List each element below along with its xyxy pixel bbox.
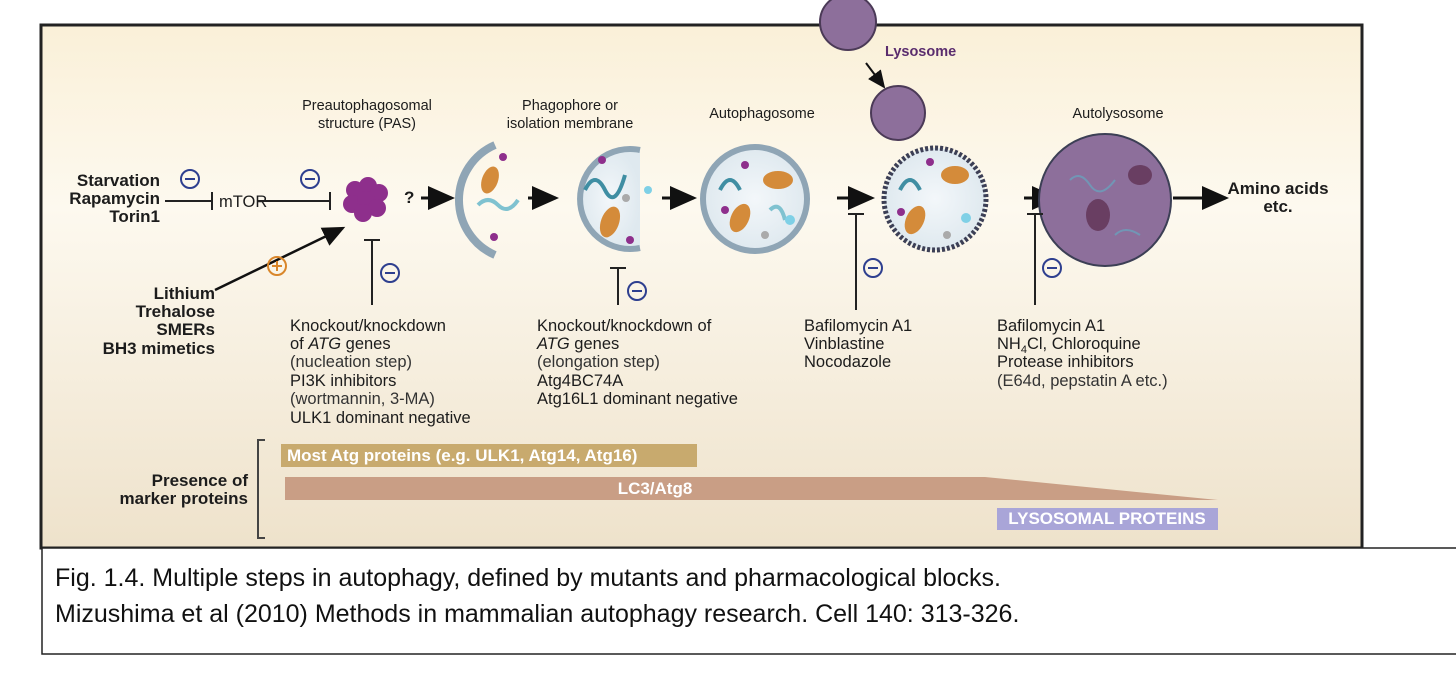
inhibitor-line: Atg4BC74A: [537, 372, 623, 390]
lysosome-icon: [819, 0, 877, 51]
phagophore-expanded-icon: [577, 146, 652, 252]
unknown-mark: ?: [404, 188, 414, 207]
autolysosome-title: Autolysosome: [1072, 106, 1163, 122]
caption-line-2: Mizushima et al (2010) Methods in mammal…: [55, 600, 1019, 628]
minus-icon: [380, 263, 400, 283]
plus-icon: [267, 256, 287, 276]
mtor-label: mTOR: [219, 193, 267, 211]
inhibitor-line: Bafilomycin A1: [804, 317, 912, 335]
inhibitor-line: Bafilomycin A1: [997, 317, 1105, 335]
inhibition-bars: [364, 213, 1043, 310]
inducer: BH3 mimetics: [103, 339, 215, 358]
inhibit-arrow-pas: [258, 192, 331, 210]
minus-icon: [627, 281, 647, 301]
markers-label: Presence of: [152, 471, 249, 490]
pas-title: Preautophagosomal: [302, 98, 432, 114]
autophagosome-icon: [700, 144, 810, 254]
inhibitor-line: Knockout/knockdown: [290, 317, 446, 335]
inducer: Lithium: [154, 284, 215, 303]
fusing-autophagosome-icon: [870, 85, 989, 253]
inhibitor-line: of ATG genes: [290, 335, 391, 353]
markers-label-2: marker proteins: [120, 489, 249, 508]
inhibitor-line: (nucleation step): [290, 353, 412, 371]
marker-bracket: [257, 439, 265, 539]
phagophore-icon: [454, 141, 520, 259]
figure-panel: [39, 23, 1364, 550]
pas-cluster-icon: [343, 177, 388, 222]
elongation-inhibitors: Knockout/knockdown of ATG genes (elongat…: [536, 317, 738, 408]
inhibitor-line: Protease inhibitors: [997, 353, 1134, 371]
lysosomal-marker-label: LYSOSOMAL PROTEINS: [1008, 509, 1205, 528]
inducer: SMERs: [156, 320, 215, 339]
inhibitor-line: Nocodazole: [804, 353, 891, 371]
lysosome-label: Lysosome: [885, 44, 956, 60]
inhibitor-line: Knockout/knockdown of: [537, 317, 712, 335]
caption-box: [41, 547, 1456, 655]
inhibitor-line: Atg16L1 dominant negative: [537, 390, 738, 408]
autophagosome-title: Autophagosome: [709, 106, 815, 122]
autolysosome-icon: [1038, 133, 1172, 267]
phagophore-title: Phagophore or: [522, 98, 618, 114]
inducer: Trehalose: [136, 302, 215, 321]
inhibitor-line: (E64d, pepstatin A etc.): [997, 372, 1168, 390]
inducers-list: Lithium Trehalose SMERs BH3 mimetics: [103, 284, 215, 358]
stimulus-torin1: Torin1: [109, 207, 160, 226]
pas-title-2: structure (PAS): [318, 116, 416, 132]
inhibitor-line: (wortmannin, 3-MA): [290, 390, 435, 408]
pathway-arrows: [214, 62, 1229, 292]
minus-icon: [863, 258, 883, 278]
output-amino-acids: Amino acids: [1227, 179, 1328, 198]
stimulus-rapamycin: Rapamycin: [69, 189, 160, 208]
inhibitor-line: (elongation step): [537, 353, 660, 371]
inhibitor-line: ATG genes: [536, 335, 619, 353]
lc3-marker-bar: [285, 477, 1218, 500]
atg-marker-label: Most Atg proteins (e.g. ULK1, Atg14, Atg…: [287, 446, 637, 465]
caption-line-1: Fig. 1.4. Multiple steps in autophagy, d…: [55, 564, 1001, 592]
minus-icon: [180, 169, 200, 189]
atg-marker-bar: [281, 444, 697, 467]
lysosome-arrow: [865, 62, 886, 89]
minus-icon: [1042, 258, 1062, 278]
inhibitor-line: Vinblastine: [804, 335, 884, 353]
lc3-marker-label: LC3/Atg8: [618, 479, 693, 498]
inhibitor-line: ULK1 dominant negative: [290, 409, 471, 427]
fusion-inhibitors: Bafilomycin A1 Vinblastine Nocodazole: [804, 317, 912, 371]
inhibit-arrow-mtor: [165, 192, 213, 210]
stimuli-list: Starvation Rapamycin Torin1: [69, 171, 160, 226]
nucleation-inhibitors: Knockout/knockdown of ATG genes (nucleat…: [290, 317, 471, 427]
phagophore-title-2: isolation membrane: [507, 116, 634, 132]
minus-icons: [380, 258, 1062, 301]
lysosomal-marker-bar: [997, 508, 1218, 530]
minus-icon: [300, 169, 320, 189]
degradation-inhibitors: Bafilomycin A1 NH4Cl, Chloroquine Protea…: [997, 317, 1168, 390]
inducer-arrow: [214, 226, 346, 292]
output-etc: etc.: [1263, 197, 1292, 216]
inhibitor-line: PI3K inhibitors: [290, 372, 396, 390]
stimulus-starvation: Starvation: [77, 171, 160, 190]
inhibitor-line: NH4Cl, Chloroquine: [997, 335, 1141, 356]
